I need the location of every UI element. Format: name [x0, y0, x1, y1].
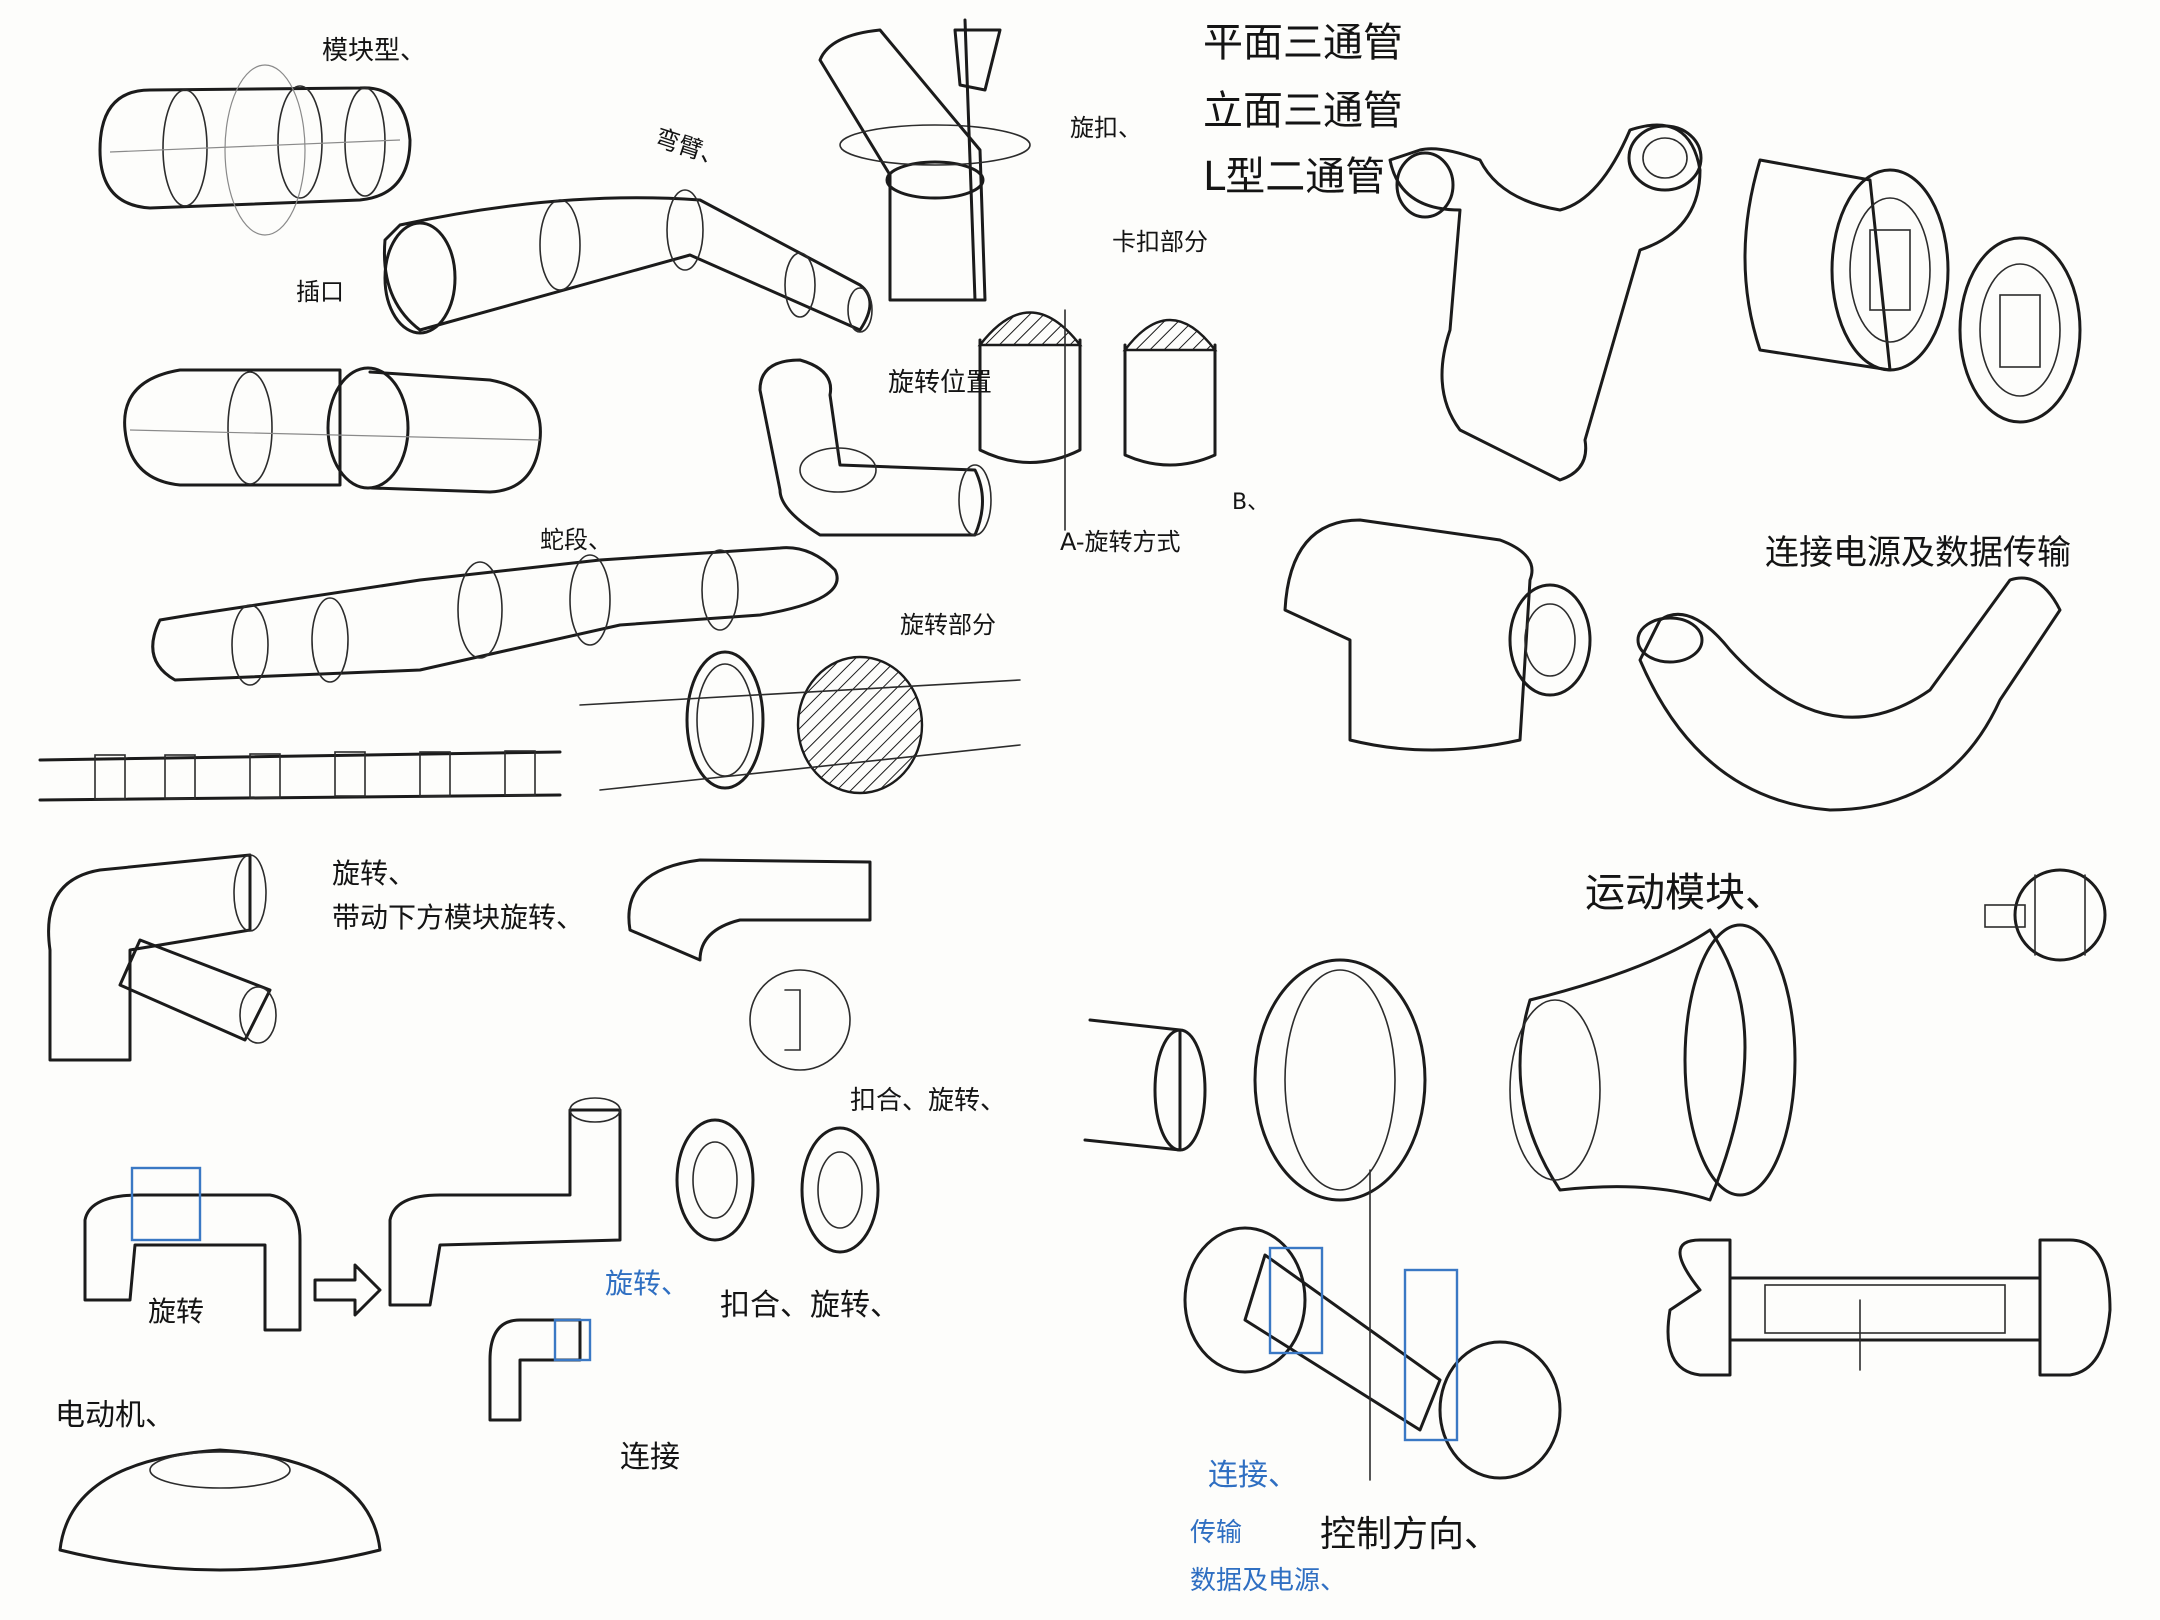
- motion-module-sketch: [1083, 923, 1797, 1202]
- label-rotate-mode: A-旋转方式: [1060, 528, 1181, 556]
- three-way-pipe-sketch: [1388, 123, 1703, 482]
- data-connector-sketch: [1743, 158, 2082, 424]
- label-connect-blue: 连接、: [1208, 1458, 1298, 1493]
- label-connect-power: 连接电源及数据传输: [1765, 533, 2071, 573]
- snake-chain-sketch: [151, 546, 839, 686]
- rotate-part-sketch: [579, 650, 1021, 795]
- small-elbow-blue-sketch: [488, 1318, 592, 1422]
- label-snake: 蛇段、: [540, 526, 612, 554]
- label-three-way-1: 平面三通管: [1203, 20, 1403, 66]
- label-rotate-pos: 旋转位置: [888, 368, 993, 398]
- l-elbow-small-sketch: [758, 358, 992, 537]
- label-control-dir: 控制方向、: [1320, 1514, 1501, 1555]
- l-pipe-small-sketch: [388, 1097, 622, 1307]
- motor-dome-sketch: [58, 1448, 382, 1572]
- label-b-mark: B、: [1232, 490, 1270, 515]
- label-clip-part: 卡扣部分: [1112, 228, 1208, 256]
- dumbbell-module-sketch: [1183, 1169, 1562, 1481]
- label-socket: 插口: [296, 278, 344, 306]
- label-clip-rotate-top: 旋扣、: [1070, 114, 1142, 142]
- label-connect: 连接: [620, 1440, 680, 1475]
- bend-joint-sketch: [382, 189, 873, 335]
- cross-section-small-sketch: [1984, 868, 2107, 962]
- label-rotate-note-2: 带动下方模块旋转、: [332, 901, 585, 934]
- label-data-power-blue: 数据及电源、: [1190, 1566, 1347, 1596]
- label-transfer-blue: 传输: [1190, 1518, 1243, 1548]
- label-motion-module: 运动模块、: [1585, 870, 1785, 916]
- label-rotate-small: 旋转: [148, 1295, 205, 1328]
- rotation-cylinders-sketch: [977, 309, 1218, 531]
- label-clip-rotate-mid: 扣合、旋转、: [850, 1086, 1007, 1116]
- label-l-type: L型二通管: [1203, 154, 1386, 200]
- socket-sketch: [123, 366, 542, 494]
- label-rotate-blue: 旋转、: [605, 1267, 690, 1300]
- label-rotate-part: 旋转部分: [900, 611, 996, 639]
- l-pipe-large-sketch: [1283, 518, 1592, 752]
- label-motor: 电动机、: [55, 1398, 175, 1433]
- ring-caps-sketch: [675, 1118, 880, 1254]
- label-three-way-2: 立面三通管: [1203, 88, 1403, 134]
- arrow-shape: [313, 1263, 382, 1317]
- capsule-module-sketch: [98, 64, 412, 236]
- u-pipe-small-sketch: [83, 1166, 302, 1332]
- tee-pipe-sketch: [627, 858, 872, 1071]
- label-rotate-note-1: 旋转、: [332, 857, 417, 890]
- segmented-rod-sketch: [38, 750, 562, 802]
- top-elbow-sketch: [818, 18, 1031, 302]
- label-cap-module: 模块型、: [322, 36, 427, 66]
- u-pipe-sketch: [1636, 576, 2062, 812]
- label-clip-rotate-bottom: 扣合、旋转、: [720, 1288, 900, 1323]
- elbow-rotate-sketch: [47, 853, 277, 1062]
- dumbbell-section-sketch: [1666, 1238, 2112, 1377]
